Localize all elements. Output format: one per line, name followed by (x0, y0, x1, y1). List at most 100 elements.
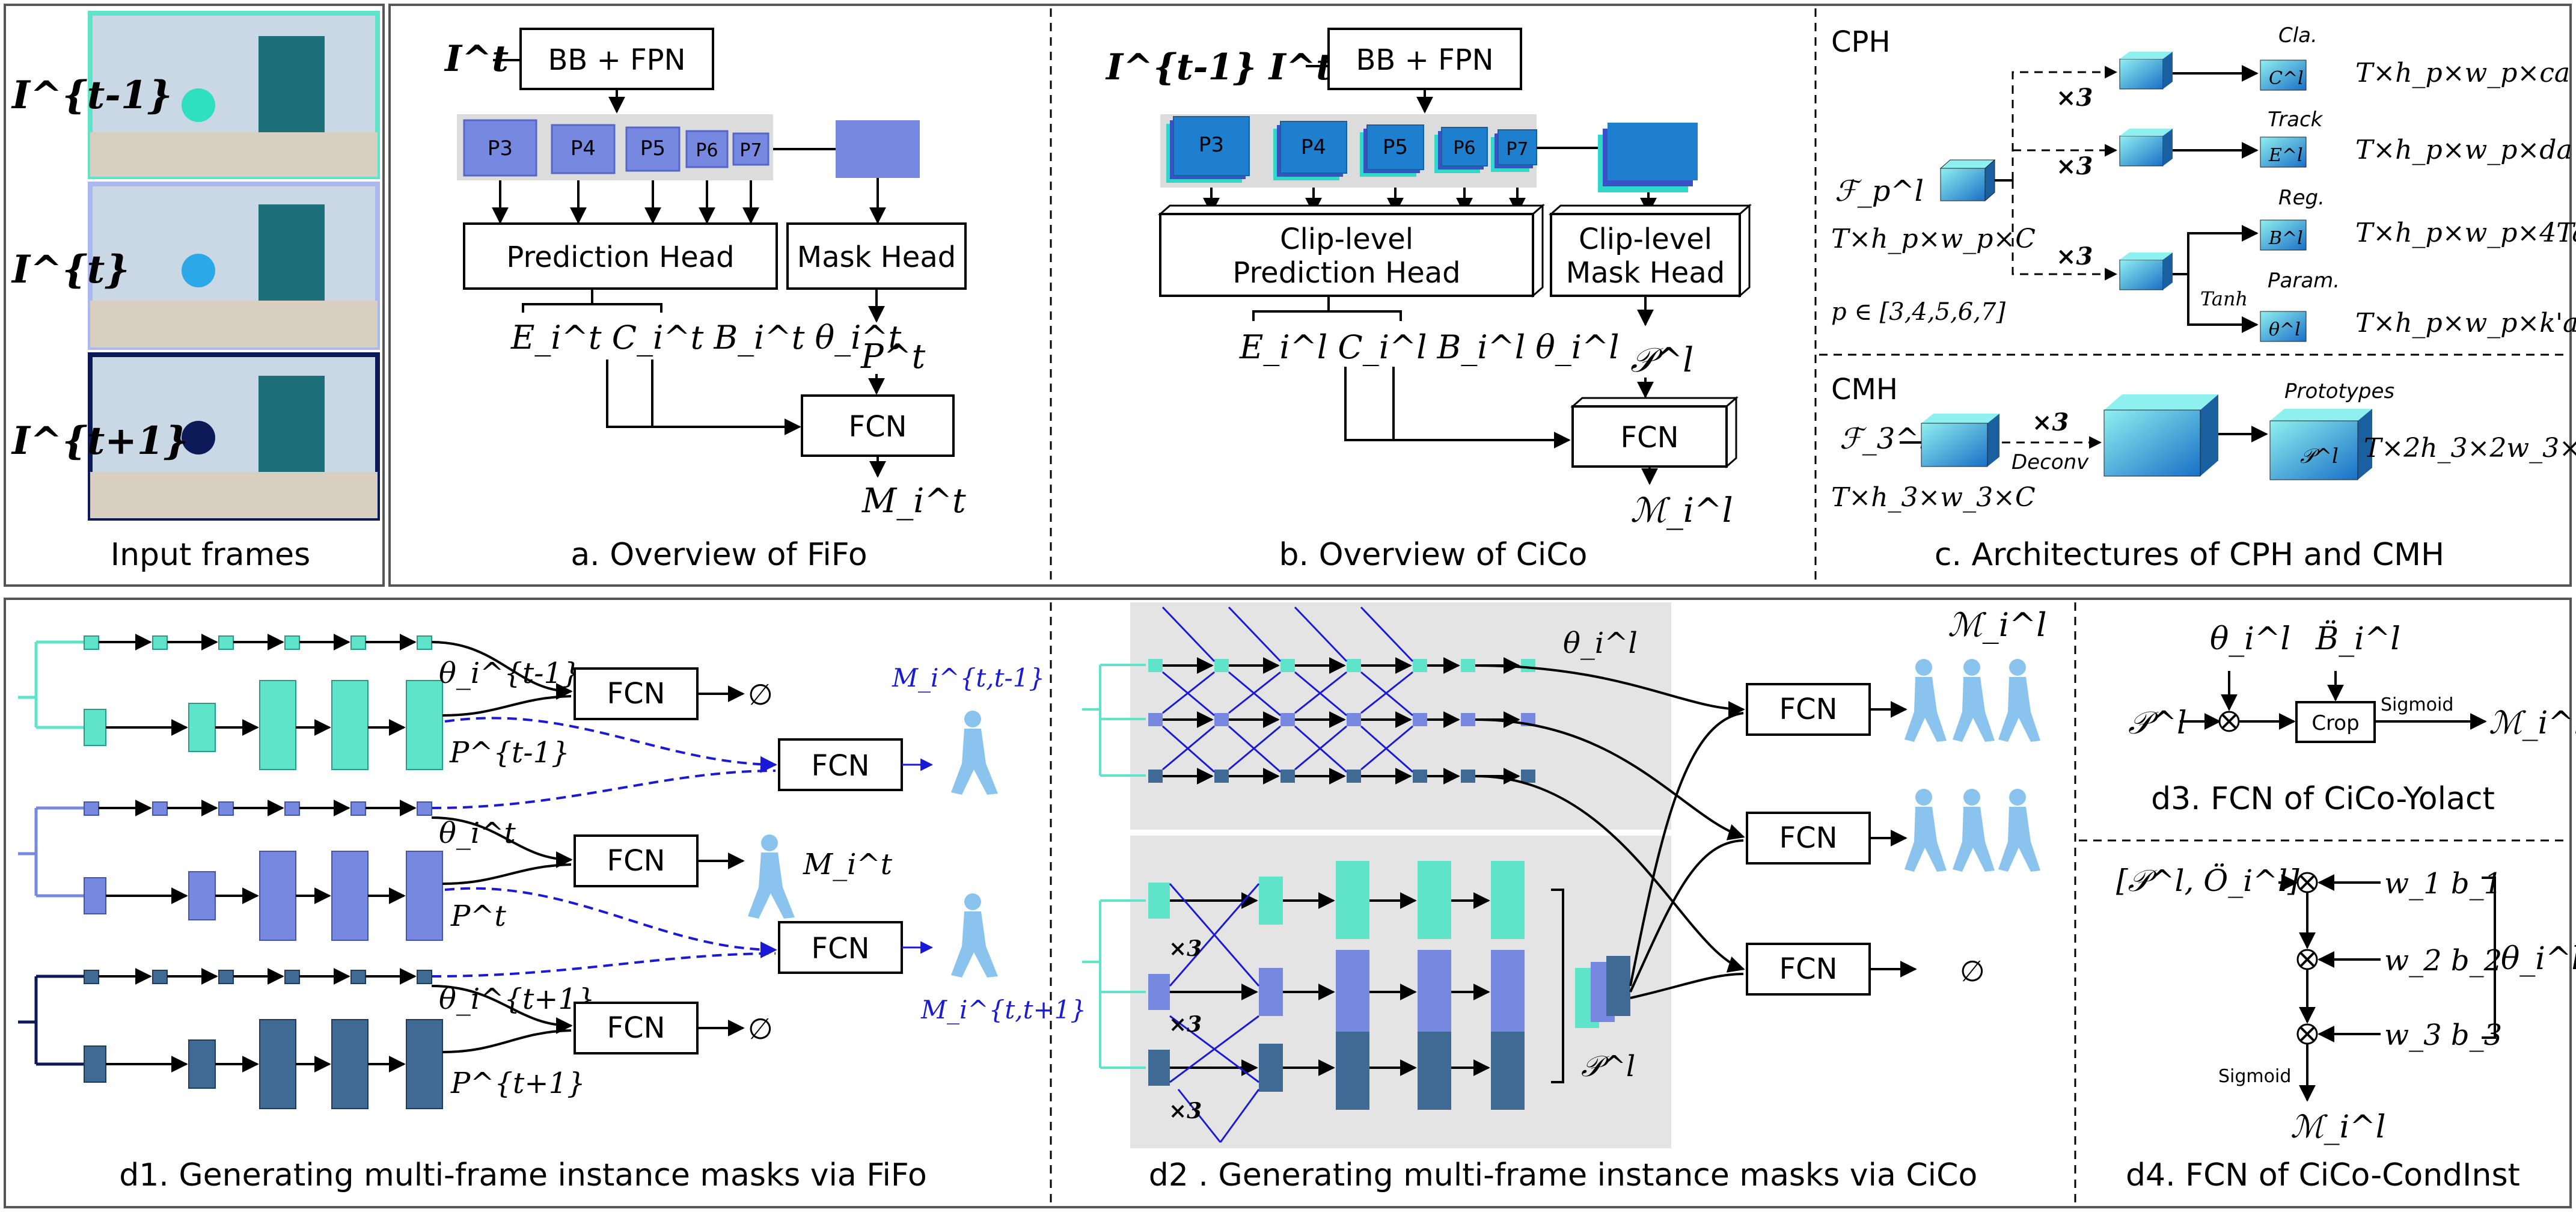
svg-text:P6: P6 (696, 140, 718, 161)
d2-caption: d2 . Generating multi-frame instance mas… (1149, 1157, 1978, 1193)
a-proto: P^t (860, 337, 926, 376)
cmh-feat: ℱ_3^l (1840, 422, 1929, 456)
svg-text:Crop: Crop (2311, 711, 2359, 735)
svg-text:T×h_p×w_p×k'a: T×h_p×w_p×k'a (2355, 308, 2576, 338)
svg-text:Reg.: Reg. (2278, 186, 2325, 210)
cph-branch-reg: Reg. B^l T×h_p×w_p×4Ta (2260, 186, 2576, 251)
frame-label-t-plus-1: I^{t+1} (11, 418, 189, 464)
svg-text:BB + FPN: BB + FPN (1356, 43, 1493, 77)
svg-text:Prediction Head: Prediction Head (1232, 256, 1460, 290)
a-level-arrows (492, 178, 886, 224)
input-panel (4, 4, 385, 587)
svg-text:M_i^{t,t-1}: M_i^{t,t-1} (892, 663, 1045, 693)
svg-text:P5: P5 (1383, 135, 1408, 159)
frame-t-minus-1: I^{t-1} (11, 11, 380, 179)
cph-branch-cla: Cla. C^l T×h_p×w_p×ca (2260, 23, 2570, 91)
svg-text:P5: P5 (640, 136, 665, 161)
d1-row1-small-cubes (84, 634, 432, 650)
d2-bottom-cubes (1082, 861, 1525, 1110)
b-caption: b. Overview of CiCo (1279, 537, 1588, 573)
svg-text:E^l: E^l (2268, 145, 2303, 166)
d2-cross-lines-bottom (1169, 883, 1260, 1143)
cph-feat: ℱ_p^l (1835, 174, 1924, 208)
b-fcn: FCN (1570, 396, 1739, 469)
svg-text:×3: ×3 (1169, 936, 1202, 961)
cph-feat-dim: T×h_p×w_p×C (1831, 224, 2036, 254)
svg-text:FCN: FCN (607, 844, 665, 878)
d2-walkers-row2 (1904, 789, 2040, 872)
cph-p-range: p ∈ [3,4,5,6,7] (1831, 298, 2005, 326)
panel-d4: [𝒫^l, Ö_i^l] w_1 b_1 w_2 b_2 w_3 b_3 θ_i… (2116, 863, 2576, 1193)
d2-cross-lines-top (1161, 606, 1414, 773)
frame-t: I^{t} (11, 182, 380, 350)
b-proto: 𝒫^l (1630, 341, 1693, 380)
frame-t-plus-1: I^{t+1} (11, 352, 380, 521)
d1-row2-large-cubes (84, 851, 443, 941)
d1-fcn-1 (574, 667, 699, 720)
svg-text:P4: P4 (571, 136, 596, 161)
input-caption: Input frames (111, 537, 310, 573)
frame-label-t: I^{t} (11, 247, 129, 292)
a-fpn-levels: P3 P4 P5 P6 P7 (463, 119, 769, 177)
cmh-input-cube (1921, 414, 1999, 467)
d1-walker-1 (951, 711, 998, 795)
d2-fcn-3 (1746, 943, 1871, 996)
svg-text:C^l: C^l (2269, 68, 2304, 89)
svg-text:θ_i^{t-1}: θ_i^{t-1} (439, 656, 581, 690)
svg-text:FCN: FCN (1779, 693, 1837, 726)
svg-text:∅: ∅ (748, 1012, 773, 1046)
d1-walker-3 (951, 893, 998, 978)
svg-text:P6: P6 (1453, 138, 1475, 159)
svg-text:ℳ_i^l: ℳ_i^l (2489, 705, 2576, 741)
cmh-proto-cube: 𝒫^l (2269, 409, 2372, 480)
d3-crop-box (2295, 701, 2376, 743)
svg-text:T×h_p×w_p×ca: T×h_p×w_p×ca (2355, 58, 2570, 88)
svg-text:∅: ∅ (748, 678, 773, 712)
cph-branch-param: Param. θ^l T×h_p×w_p×k'a (2260, 269, 2576, 342)
a-mask-head-feature (836, 120, 920, 178)
d1-row2-small-cubes (84, 800, 432, 816)
svg-text:θ_i^l: θ_i^l (1563, 626, 1638, 660)
cmh-mid-cube (2103, 394, 2218, 477)
svg-text:ℳ_i^l: ℳ_i^l (2290, 1109, 2385, 1145)
panel-c: CPH ℱ_p^l T×h_p×w_p×C p ∈ [3,4,5,6,7] ×3… (1831, 23, 2576, 573)
panel-d3: 𝒫^l θ_i^l Crop B̈_i^l Sigmoid ℳ_i^l d3. … (2128, 620, 2576, 817)
svg-text:Deconv: Deconv (2012, 450, 2089, 474)
svg-text:P4: P4 (1301, 135, 1326, 159)
d1-fcn-2 (574, 834, 699, 887)
svg-text:∅: ∅ (1960, 955, 1985, 988)
svg-text:P^{t+1}: P^{t+1} (450, 1067, 586, 1100)
input-frames: I^{t-1} I^{t} I^{t+1} Input frames (11, 11, 380, 573)
cph-tanh: Tanh (2200, 287, 2248, 310)
svg-text:Clip-level: Clip-level (1280, 222, 1413, 256)
svg-text:T×h_p×w_p×da: T×h_p×w_p×da (2355, 135, 2572, 165)
svg-text:w_1 b_1: w_1 b_1 (2384, 867, 2502, 901)
c-caption: c. Architectures of CPH and CMH (1935, 537, 2444, 573)
svg-text:w_3 b_3: w_3 b_3 (2384, 1018, 2502, 1052)
b-outputs: E_i^l C_i^l B_i^l θ_i^l (1239, 328, 1620, 366)
svg-text:θ_i^l: θ_i^l (2501, 941, 2576, 977)
svg-text:Mask Head: Mask Head (797, 240, 956, 274)
svg-text:M_i^{t,t+1}: M_i^{t,t+1} (920, 995, 1086, 1024)
svg-text:×3: ×3 (2056, 242, 2093, 271)
svg-text:P3: P3 (488, 136, 513, 161)
a-mask: M_i^t (861, 482, 966, 521)
top-panel-frame (388, 4, 2572, 587)
d4-caption: d4. FCN of CiCo-CondInst (2126, 1157, 2520, 1193)
svg-text:P7: P7 (739, 140, 762, 161)
cph-branch-track: Track E^l T×h_p×w_p×da (2260, 108, 2572, 168)
svg-text:Track: Track (2268, 108, 2324, 132)
svg-text:FCN: FCN (607, 1011, 665, 1045)
svg-text:Cla.: Cla. (2278, 23, 2317, 47)
svg-text:T×h_p×w_p×4Ta: T×h_p×w_p×4Ta (2355, 218, 2576, 248)
d2-bottom-arrows (1170, 892, 1490, 1076)
svg-text:×3: ×3 (2032, 408, 2069, 436)
svg-text:FCN: FCN (848, 410, 907, 444)
d1-row1-large-cubes (84, 680, 443, 770)
svg-text:P^{t-1}: P^{t-1} (449, 736, 570, 770)
b-mask-head: Clip-level Mask Head (1549, 203, 1752, 298)
svg-text:×3: ×3 (1169, 1098, 1202, 1124)
svg-text:θ^l: θ^l (2269, 319, 2301, 340)
cph-title: CPH (1831, 25, 1891, 59)
